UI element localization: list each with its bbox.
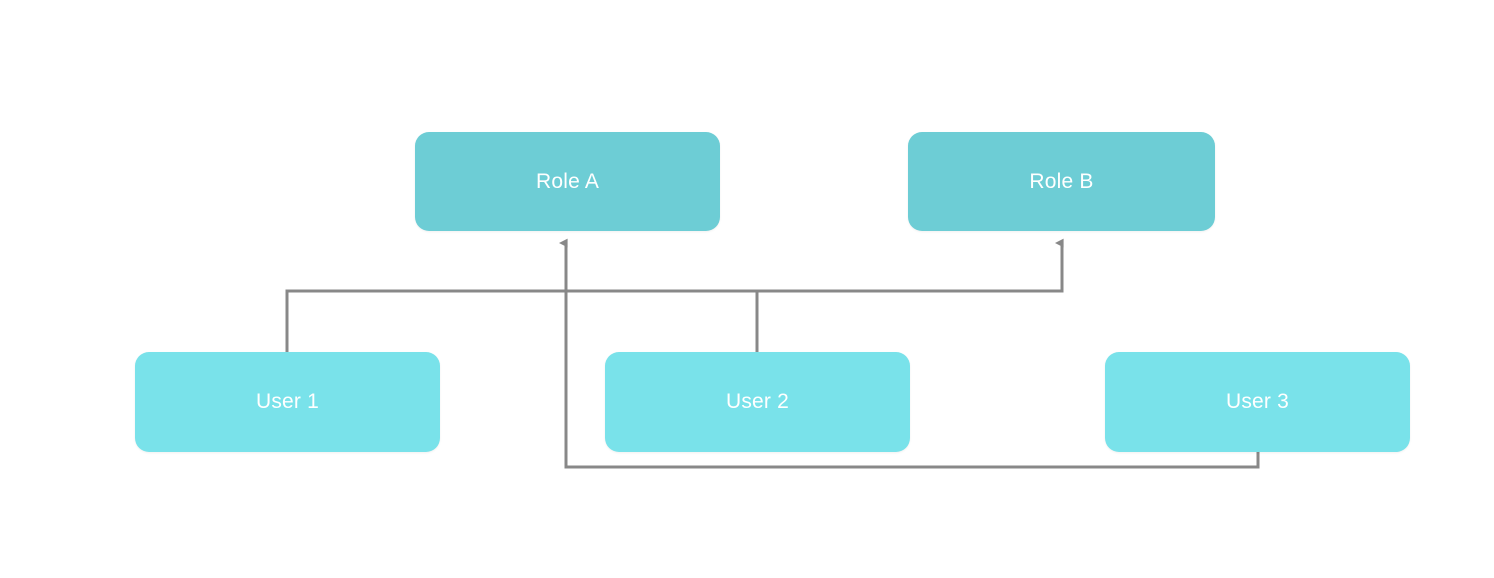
node-user-2[interactable]: User 2 xyxy=(605,352,910,452)
edge-user1-to-roleb xyxy=(285,238,1064,352)
node-user-1[interactable]: User 1 xyxy=(135,352,440,452)
node-user-3-label: User 3 xyxy=(1225,390,1290,413)
node-role-b[interactable]: Role B xyxy=(908,132,1215,231)
edge-user3-to-rolea xyxy=(559,238,1260,469)
node-user-2-label: User 2 xyxy=(725,390,790,413)
node-role-a[interactable]: Role A xyxy=(415,132,720,231)
node-user-3[interactable]: User 3 xyxy=(1105,352,1410,452)
node-role-a-label: Role A xyxy=(535,169,600,193)
node-role-b-label: Role B xyxy=(1029,169,1094,193)
node-user-1-label: User 1 xyxy=(255,390,320,413)
